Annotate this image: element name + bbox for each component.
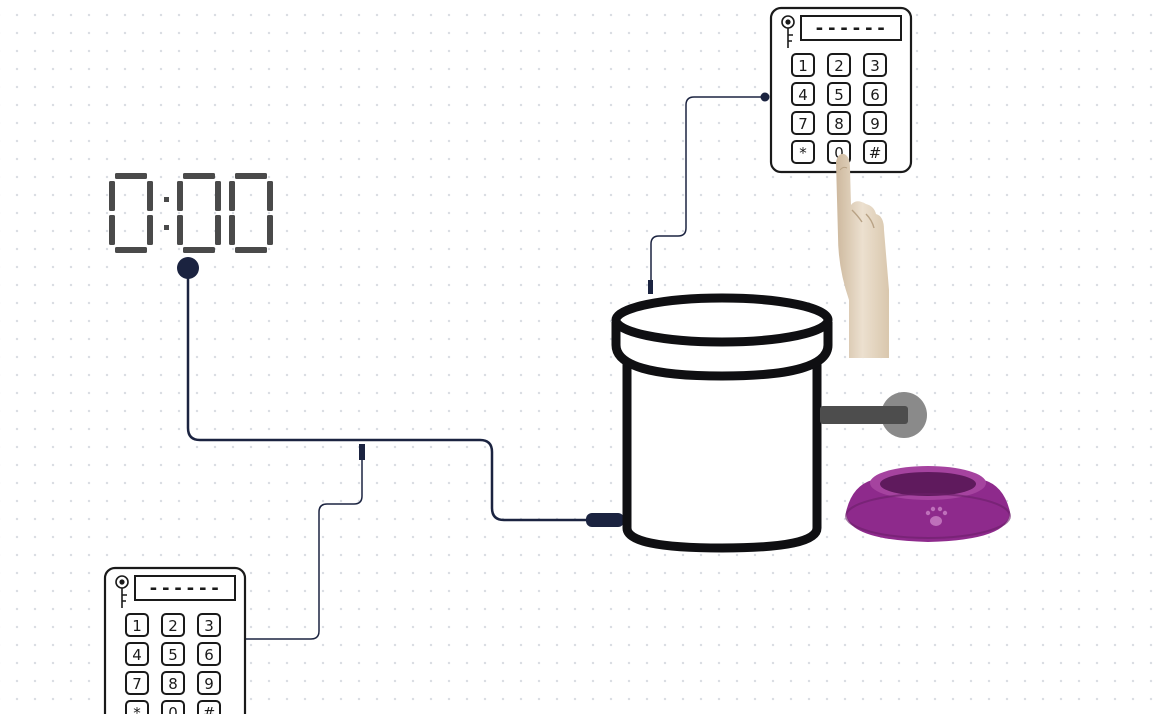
wire-top-keypad-to-feeder: [650, 96, 765, 290]
keypad-bottom-key-8[interactable]: 8: [161, 671, 185, 695]
keypad-bottom[interactable]: ------ 1 2 3 4 5 6 7 8 9 * 0 #: [103, 566, 247, 714]
keypad-top-key-3[interactable]: 3: [863, 53, 887, 77]
feeder-input-plug: [586, 513, 624, 527]
keypad-bottom-key-4[interactable]: 4: [125, 642, 149, 666]
svg-text:6: 6: [204, 646, 214, 664]
svg-text:8: 8: [168, 675, 178, 693]
svg-text:*: *: [799, 144, 807, 162]
keypad-bottom-key-1[interactable]: 1: [125, 613, 149, 637]
svg-text:#: #: [203, 704, 216, 714]
clock-port: [177, 257, 199, 279]
svg-text:4: 4: [132, 646, 142, 664]
keypad-bottom-key-hash[interactable]: #: [197, 700, 221, 714]
svg-text:5: 5: [834, 86, 844, 104]
clock-digit-0: [229, 173, 273, 253]
keypad-top-key-2[interactable]: 2: [827, 53, 851, 77]
keypad-bottom-key-9[interactable]: 9: [197, 671, 221, 695]
svg-text:4: 4: [798, 86, 808, 104]
svg-text:1: 1: [798, 57, 808, 75]
svg-text:2: 2: [834, 57, 844, 75]
clock-digit-0: [177, 173, 221, 253]
svg-text:*: *: [133, 704, 141, 714]
svg-text:5: 5: [168, 646, 178, 664]
svg-text:9: 9: [204, 675, 214, 693]
dispense-lever-icon[interactable]: [820, 392, 927, 438]
keypad-top-key-1[interactable]: 1: [791, 53, 815, 77]
wire-junction: [359, 444, 365, 460]
svg-text:8: 8: [834, 115, 844, 133]
wire-end-cap-top: [648, 280, 653, 294]
pet-bowl-icon: [845, 466, 1011, 542]
keypad-top-key-5[interactable]: 5: [827, 82, 851, 106]
svg-text:1: 1: [132, 617, 142, 635]
wire-clock-to-feeder: [186, 268, 592, 522]
svg-text:7: 7: [798, 115, 808, 133]
key-icon: [115, 575, 129, 608]
keypad-bottom-key-5[interactable]: 5: [161, 642, 185, 666]
seven-segment-clock-icon: [109, 173, 273, 253]
keypad-top-key-8[interactable]: 8: [827, 111, 851, 135]
svg-text:2: 2: [168, 617, 178, 635]
keypad-bottom-key-7[interactable]: 7: [125, 671, 149, 695]
svg-text:3: 3: [204, 617, 214, 635]
keypad-bottom-key-2[interactable]: 2: [161, 613, 185, 637]
svg-text:3: 3: [870, 57, 880, 75]
keypad-top-display: [800, 15, 902, 41]
keypad-top[interactable]: ------ 1 2 3 4 5 6 7 8 9 * 0 #: [769, 6, 913, 174]
key-icon: [781, 15, 795, 48]
svg-text:7: 7: [132, 675, 142, 693]
svg-text:0: 0: [834, 144, 844, 162]
clock-digit-0: [109, 173, 153, 253]
keypad-bottom-display: [134, 575, 236, 601]
keypad-top-key-6[interactable]: 6: [863, 82, 887, 106]
keypad-bottom-key-6[interactable]: 6: [197, 642, 221, 666]
svg-text:#: #: [869, 144, 882, 162]
keypad-bottom-key-3[interactable]: 3: [197, 613, 221, 637]
svg-text:9: 9: [870, 115, 880, 133]
pointing-finger-icon: [836, 153, 889, 358]
clock-colon: [164, 197, 169, 230]
keypad-top-key-star[interactable]: *: [791, 140, 815, 164]
svg-text:6: 6: [870, 86, 880, 104]
keypad-top-key-9[interactable]: 9: [863, 111, 887, 135]
svg-text:0: 0: [168, 704, 178, 714]
top-keypad-port: [760, 92, 770, 102]
keypad-top-key-4[interactable]: 4: [791, 82, 815, 106]
keypad-bottom-key-0[interactable]: 0: [161, 700, 185, 714]
wire-bottom-keypad-to-junction: [241, 447, 363, 640]
keypad-top-key-7[interactable]: 7: [791, 111, 815, 135]
paw-icon: [925, 506, 948, 526]
keypad-bottom-key-star[interactable]: *: [125, 700, 149, 714]
feeder-container-icon: [611, 293, 833, 553]
keypad-top-key-hash[interactable]: #: [863, 140, 887, 164]
keypad-top-display-text: ------: [814, 18, 888, 39]
keypad-bottom-display-text: ------: [148, 578, 222, 599]
